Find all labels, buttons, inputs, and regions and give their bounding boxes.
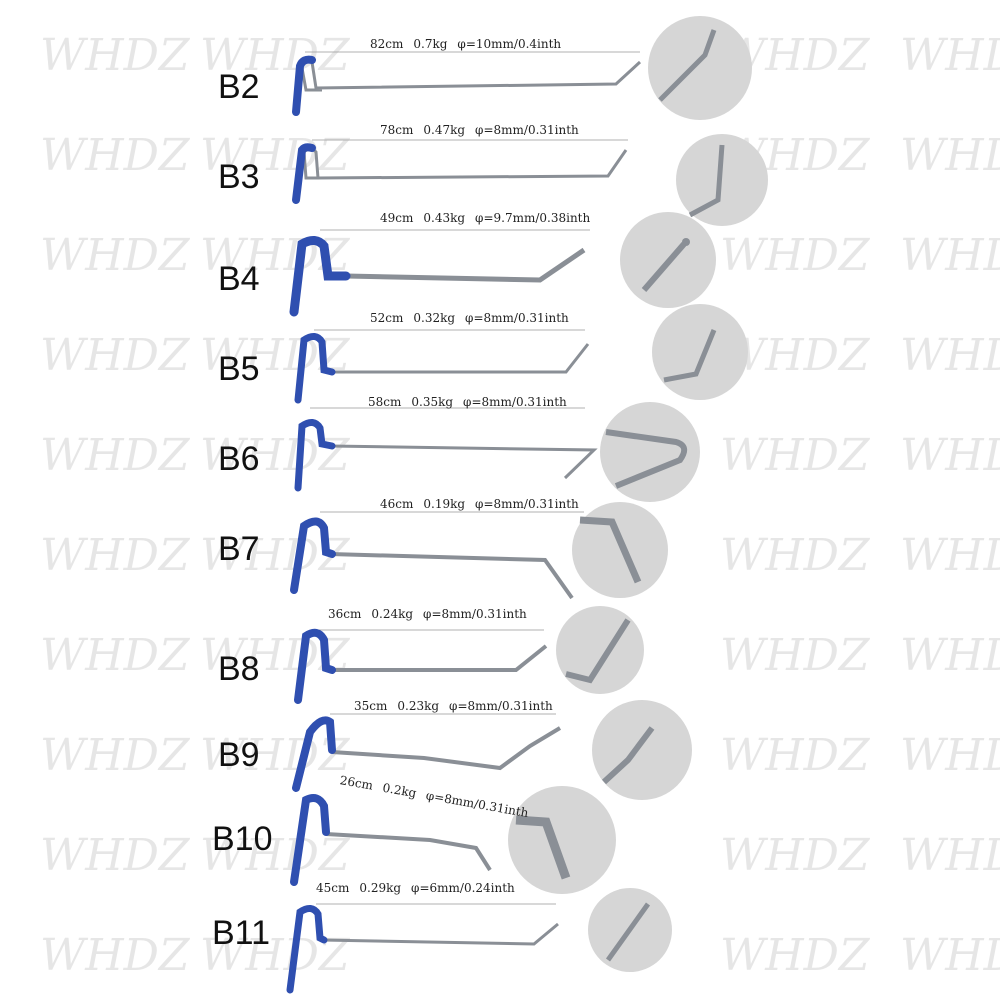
length-label: 36cm [328,607,362,621]
weight-label: 0.19kg [423,497,466,511]
tip-rod [658,29,717,102]
tool-spec: 46cm 0.19kg φ=8mm/0.31inth [380,498,589,510]
watermark-text: WHDZ [720,730,871,781]
weight-label: 0.43kg [423,211,466,225]
tool-spec: 58cm 0.35kg φ=8mm/0.31inth [368,396,577,408]
tool-code-label: B3 [218,158,260,196]
watermark-text: WHDZ [200,830,351,881]
weight-label: 0.23kg [397,699,440,713]
watermark-text: WHDZ [720,430,871,481]
length-label: 82cm [370,37,404,51]
tool-code-label: B8 [218,650,260,688]
tool-code-label: B6 [218,440,260,478]
tool-code-label: B9 [218,736,260,774]
watermark-text: WHDZ [720,630,871,681]
tool-spec: 49cm 0.43kg φ=9.7mm/0.38inth [380,212,600,224]
tool-code-label: B11 [212,914,270,952]
watermark-text: WHDZ [40,230,191,281]
tool-spec: 35cm 0.23kg φ=8mm/0.31inth [354,700,563,712]
length-label: 52cm [370,311,404,325]
watermark-text: WHDZ [900,130,1000,181]
watermark-text: WHDZ [40,430,191,481]
handle [292,55,316,116]
watermark-text: WHDZ [720,230,871,281]
watermark-text: WHDZ [900,230,1000,281]
diameter-label: φ=6mm/0.24inth [411,881,515,895]
tool-spec: 36cm 0.24kg φ=8mm/0.31inth [328,608,537,620]
watermark-text: WHDZ [900,530,1000,581]
watermark-text: WHDZ [720,830,871,881]
tool-spec: 82cm 0.7kg φ=10mm/0.4inth [370,38,571,50]
tool-code-label: B2 [218,68,260,106]
watermark-text: WHDZ [40,130,191,181]
watermark-text: WHDZ [200,130,351,181]
watermark-text: WHDZ [900,630,1000,681]
watermark-text: WHDZ [200,430,351,481]
watermark-text: WHDZ [900,430,1000,481]
weight-label: 0.35kg [411,395,454,409]
tool-spec: 52cm 0.32kg φ=8mm/0.31inth [370,312,579,324]
diameter-label: φ=8mm/0.31inth [465,311,569,325]
weight-label: 0.24kg [371,607,414,621]
watermark-text: WHDZ [900,330,1000,381]
tool-b3 [292,134,768,226]
tool-spec: 78cm 0.47kg φ=8mm/0.31inth [380,124,589,136]
tool-b11 [286,888,672,994]
watermark-text: WHDZ [900,730,1000,781]
tool-code-label: B4 [218,260,260,298]
watermark-text: WHDZ [200,730,351,781]
weight-label: 0.29kg [359,881,402,895]
length-label: 35cm [354,699,388,713]
tool-b9 [292,700,692,800]
watermark-text: WHDZ [40,30,191,81]
rod [298,58,642,92]
diameter-label: φ=9.7mm/0.38inth [475,211,591,225]
tool-b10 [290,786,616,894]
watermark-text: WHDZ [40,330,191,381]
tool-b4 [289,212,716,317]
tool-b2 [292,16,752,120]
watermark-text: WHDZ [40,930,191,981]
tool-code-label: B10 [212,820,273,858]
diameter-label: φ=8mm/0.31inth [423,607,527,621]
tool-spec: 45cm 0.29kg φ=6mm/0.24inth [316,882,525,894]
watermark-text: WHDZ [40,830,191,881]
diameter-label: φ=8mm/0.31inth [475,123,579,137]
watermark-text: WHDZ [720,930,871,981]
weight-label: 0.32kg [413,311,456,325]
watermark-text: WHDZ [900,830,1000,881]
length-label: 78cm [380,123,414,137]
tool-b8 [294,606,644,704]
weight-label: 0.7kg [413,37,448,51]
tip-closeup [648,16,752,120]
length-label: 58cm [368,395,402,409]
watermark-text: WHDZ [900,930,1000,981]
watermark-text: WHDZ [900,30,1000,81]
watermark-text: WHDZ [40,630,191,681]
length-label: 49cm [380,211,414,225]
watermark-text: WHDZ [200,30,351,81]
diameter-label: φ=8mm/0.31inth [475,497,579,511]
tool-code-label: B5 [218,350,260,388]
diameter-label: φ=10mm/0.4inth [457,37,562,51]
watermark-layer: WHDZWHDZWHDZWHDZWHDZWHDZWHDZWHDZWHDZWHDZ… [40,30,1000,981]
watermark-text: WHDZ [40,530,191,581]
diameter-label: φ=8mm/0.31inth [463,395,567,409]
diameter-label: φ=8mm/0.31inth [449,699,553,713]
watermark-text: WHDZ [720,530,871,581]
tool-b6 [294,402,700,502]
length-label: 45cm [316,881,350,895]
tool-b7 [290,502,668,600]
tool-code-label: B7 [218,530,260,568]
tool-b5 [294,304,748,404]
length-label: 46cm [380,497,414,511]
weight-label: 0.47kg [423,123,466,137]
watermark-text: WHDZ [40,730,191,781]
